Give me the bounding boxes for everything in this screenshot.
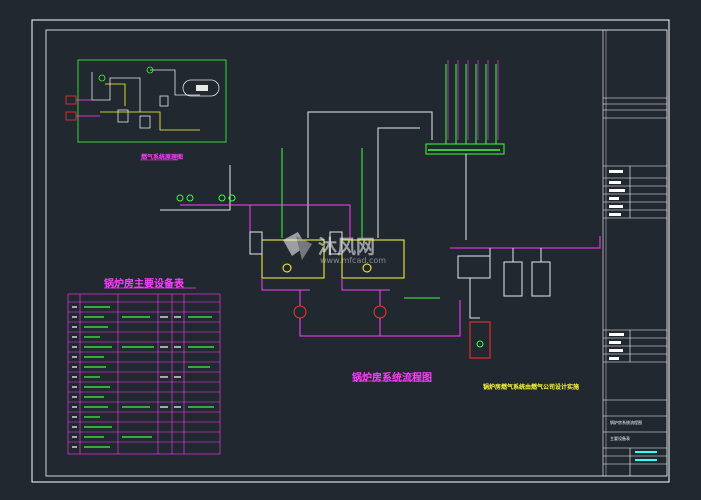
gas-design-note: 锅炉房燃气系统由燃气公司设计实施 — [483, 384, 580, 391]
table-title: 锅炉房主要设备表 — [104, 279, 184, 290]
title-block — [602, 30, 667, 476]
flow-diagram — [160, 60, 601, 359]
title-block-text-2: 主要设备表 — [610, 436, 630, 441]
drawing-frame — [31, 19, 670, 483]
schematic-title: 燃气系统原理图 — [141, 154, 184, 161]
flow-title: 锅炉房系统流程图 — [352, 373, 432, 384]
title-block-text-1: 锅炉房系统流程图 — [610, 420, 642, 425]
watermark-url: www.mfcad.com — [320, 256, 387, 265]
gas-schematic — [65, 59, 227, 143]
equipment-table — [67, 293, 221, 455]
watermark-text: 沐风网 — [318, 236, 376, 258]
watermark-logo-icon — [283, 232, 312, 260]
